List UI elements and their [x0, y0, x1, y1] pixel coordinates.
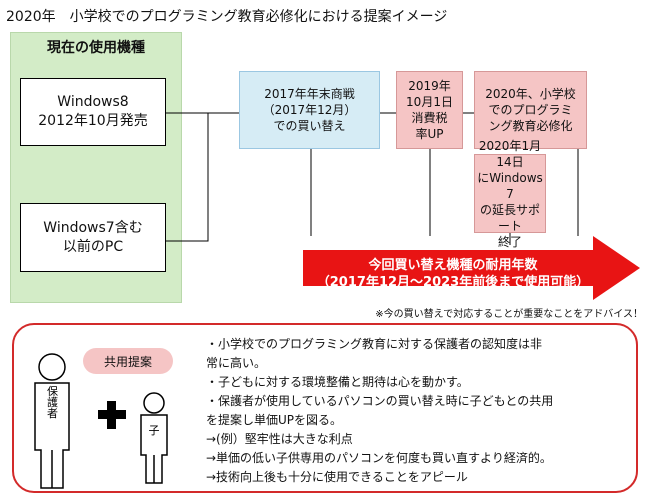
bullet-line: →技術向上後も十分に使用できることをアピール — [206, 470, 468, 484]
edu-line3: ング教育必修化 — [488, 119, 573, 133]
win7-line3: の延長サポート — [479, 202, 540, 233]
tax-increase-box: 2019年 10月1日 消費税 率UP — [396, 71, 463, 149]
windows7-sub: 以前のPC — [62, 238, 124, 255]
tax-line3: 消費税 — [411, 111, 448, 125]
bullet-line: ・子どもに対する環境整備と期待は心を動かす。 — [206, 375, 469, 389]
child-label: 子 — [149, 424, 160, 437]
win7-line1: 2020年1月14日 — [478, 138, 542, 169]
lifespan-line2: （2017年12月～2023年前後まで使用可能） — [316, 275, 590, 290]
purchase-2017-box: 2017年年末商戦 （2017年12月） での買い替え — [239, 71, 380, 149]
lifespan-arrow-text: 今回買い替え機種の耐用年数 （2017年12月～2023年前後まで使用可能） — [303, 257, 603, 291]
lifespan-line1: 今回買い替え機種の耐用年数 — [368, 258, 538, 273]
edu-line1: 2020年、小学校 — [485, 87, 576, 101]
lifespan-arrow-shape — [303, 236, 640, 300]
bullet-line: ・小学校でのプログラミング教育に対する保護者の認知度は非 — [206, 337, 543, 351]
parent-label: 保護者 — [46, 384, 59, 419]
win7-support-end-box: 2020年1月14日 にWindows 7 の延長サポート 終了 — [474, 139, 546, 249]
current-models-heading: 現在の使用機種 — [47, 40, 145, 56]
programming-2020-box: 2020年、小学校 でのプログラミ ング教育必修化 — [474, 71, 587, 149]
proposal-bullets: ・小学校でのプログラミング教育に対する保護者の認知度は非 常に高い。 ・子どもに… — [206, 335, 636, 487]
advice-note: ※今の買い替えで対応することが重要なことをアドバイス！ — [375, 309, 643, 320]
purchase-line2: （2017年12月） — [262, 103, 357, 117]
windows7-box: Windows7含む 以前のPC — [20, 203, 166, 272]
tax-line1: 2019年 — [408, 79, 451, 93]
win7-line4: 終了 — [497, 234, 522, 249]
purchase-line1: 2017年年末商戦 — [264, 87, 355, 101]
purchase-line3: での買い替え — [273, 119, 346, 133]
tax-line2: 10月1日 — [406, 95, 453, 109]
connector-win7 — [166, 113, 209, 242]
bullet-line: ・保護者が使用しているパソコンの買い替え時に子どもとの共用 — [206, 394, 554, 408]
bullet-line: →(例）堅牢性は大きな利点 — [206, 432, 353, 446]
windows7-label: Windows7含む — [43, 219, 143, 236]
windows8-release: 2012年10月発売 — [38, 113, 148, 129]
plus-icon — [98, 401, 126, 429]
bullet-line: を提案し単価UPを図る。 — [206, 413, 343, 427]
bullet-line: 常に高い。 — [206, 356, 267, 370]
child-figure-icon — [140, 392, 168, 484]
shared-proposal-pill: 共用提案 — [83, 348, 173, 374]
edu-line2: でのプログラミ — [488, 103, 573, 117]
page-title: 2020年 小学校でのプログラミング教育必修化における提案イメージ — [6, 9, 448, 25]
windows8-label: Windows8 — [57, 94, 129, 110]
windows8-box: Windows8 2012年10月発売 — [20, 78, 166, 146]
bullet-line: →単価の低い子供専用のパソコンを何度も買い直すより経済的。 — [206, 451, 552, 465]
tax-line4: 率UP — [415, 127, 444, 141]
lifespan-arrow — [303, 236, 640, 300]
parent-figure-icon — [34, 353, 70, 489]
win7-line2: にWindows 7 — [477, 170, 543, 201]
